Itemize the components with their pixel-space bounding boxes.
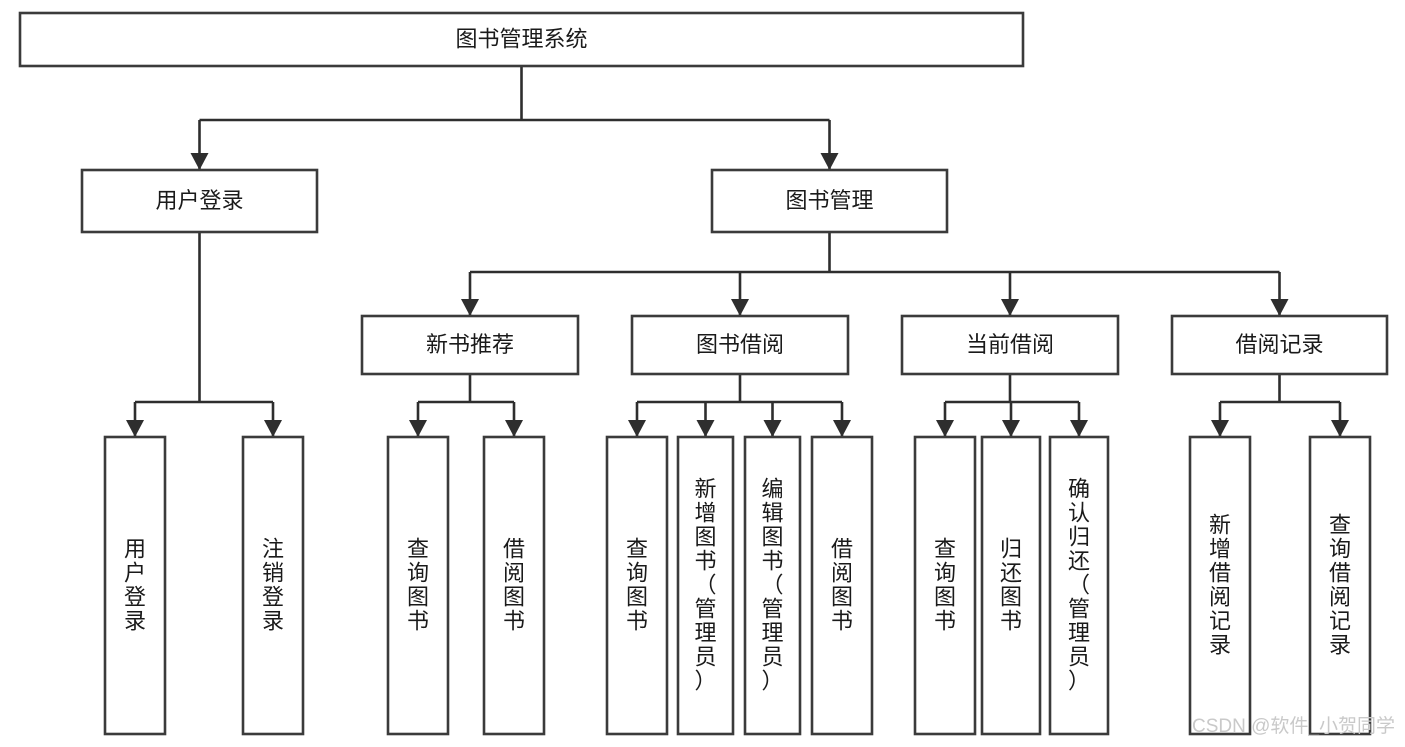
- arrow-head-icon: [1002, 420, 1020, 437]
- node-box-leaf-add-record[interactable]: [1188, 435, 1252, 736]
- arrow-head-icon: [763, 420, 782, 437]
- node-label-leaf-query-book-3: 查询图书: [934, 537, 956, 634]
- node-leaf-query-book-3[interactable]: 查询图书: [913, 435, 977, 736]
- arrow-head-icon: [1211, 420, 1229, 437]
- edge-group-book-borrow: [628, 374, 851, 437]
- node-root[interactable]: 图书管理系统: [18, 11, 1025, 68]
- node-label-book-manage: 图书管理: [785, 188, 873, 213]
- node-box-leaf-query-book-1[interactable]: [386, 435, 450, 736]
- edge-group-root: [190, 66, 839, 170]
- edge-group-current-borrow: [936, 374, 1088, 437]
- node-label-leaf-edit-book: 编辑图书（管理员）: [761, 477, 783, 694]
- node-leaf-add-book[interactable]: 新增图书（管理员）: [676, 435, 735, 736]
- node-label-leaf-query-book-1: 查询图书: [407, 537, 429, 634]
- arrow-head-icon: [126, 420, 144, 437]
- node-label-new-book-recommend: 新书推荐: [426, 332, 514, 357]
- node-label-leaf-borrow-book-2: 借阅图书: [831, 537, 853, 634]
- node-box-leaf-logout[interactable]: [241, 435, 305, 736]
- node-leaf-user-login[interactable]: 用户登录: [103, 435, 167, 736]
- node-leaf-confirm-return[interactable]: 确认归还（管理员）: [1048, 435, 1110, 736]
- node-label-leaf-confirm-return: 确认归还（管理员）: [1068, 477, 1090, 694]
- node-layer: 图书管理系统用户登录图书管理新书推荐图书借阅当前借阅借阅记录用户登录注销登录查询…: [18, 11, 1389, 736]
- node-label-book-borrow: 图书借阅: [696, 332, 784, 357]
- node-leaf-logout[interactable]: 注销登录: [241, 435, 305, 736]
- node-leaf-return-book[interactable]: 归还图书: [980, 435, 1042, 736]
- node-box-leaf-query-book-3[interactable]: [913, 435, 977, 736]
- node-current-borrow[interactable]: 当前借阅: [900, 314, 1120, 376]
- node-label-borrow-record: 借阅记录: [1235, 332, 1323, 357]
- node-box-leaf-query-record[interactable]: [1308, 435, 1372, 736]
- arrow-head-icon: [461, 299, 479, 316]
- edge-group-new-book-recommend: [409, 374, 523, 437]
- node-label-leaf-query-record: 查询借阅记录: [1329, 513, 1351, 658]
- node-user-login[interactable]: 用户登录: [80, 168, 319, 234]
- arrow-head-icon: [696, 420, 715, 437]
- node-label-leaf-query-book-2: 查询图书: [626, 537, 648, 634]
- edge-group-user-login: [126, 232, 282, 437]
- arrow-head-icon: [1070, 420, 1088, 437]
- arrow-head-icon: [1001, 299, 1019, 316]
- node-leaf-borrow-book-2[interactable]: 借阅图书: [810, 435, 874, 736]
- node-label-leaf-add-record: 新增借阅记录: [1209, 513, 1231, 658]
- node-label-leaf-logout: 注销登录: [262, 537, 284, 634]
- node-box-borrow-record[interactable]: [1170, 314, 1389, 376]
- node-label-user-login: 用户登录: [155, 188, 243, 213]
- node-label-root: 图书管理系统: [455, 26, 587, 51]
- node-leaf-add-record[interactable]: 新增借阅记录: [1188, 435, 1252, 736]
- arrow-head-icon: [264, 420, 282, 437]
- node-label-current-borrow: 当前借阅: [966, 332, 1054, 357]
- node-box-leaf-edit-book[interactable]: [743, 435, 802, 736]
- node-label-leaf-return-book: 归还图书: [1000, 537, 1022, 634]
- connector-layer: [126, 66, 1349, 437]
- arrow-head-icon: [628, 420, 646, 437]
- csdn-watermark: CSDN @软件_小贺同学: [1192, 715, 1395, 737]
- arrow-head-icon: [190, 153, 209, 170]
- node-borrow-record[interactable]: 借阅记录: [1170, 314, 1389, 376]
- node-box-leaf-borrow-book-2[interactable]: [810, 435, 874, 736]
- node-new-book-recommend[interactable]: 新书推荐: [360, 314, 580, 376]
- node-leaf-query-record[interactable]: 查询借阅记录: [1308, 435, 1372, 736]
- node-label-leaf-user-login: 用户登录: [124, 537, 146, 634]
- arrow-head-icon: [833, 420, 851, 437]
- node-box-current-borrow[interactable]: [900, 314, 1120, 376]
- arrow-head-icon: [936, 420, 954, 437]
- node-box-new-book-recommend[interactable]: [360, 314, 580, 376]
- arrow-head-icon: [1270, 299, 1289, 316]
- arrow-head-icon: [731, 299, 749, 316]
- node-box-leaf-query-book-2[interactable]: [605, 435, 669, 736]
- edge-group-borrow-record: [1211, 374, 1349, 437]
- node-box-leaf-return-book[interactable]: [980, 435, 1042, 736]
- node-box-book-borrow[interactable]: [630, 314, 850, 376]
- node-leaf-query-book-2[interactable]: 查询图书: [605, 435, 669, 736]
- node-leaf-edit-book[interactable]: 编辑图书（管理员）: [743, 435, 802, 736]
- node-book-borrow[interactable]: 图书借阅: [630, 314, 850, 376]
- node-box-leaf-confirm-return[interactable]: [1048, 435, 1110, 736]
- arrow-head-icon: [505, 420, 523, 437]
- node-box-book-manage[interactable]: [710, 168, 949, 234]
- node-box-leaf-borrow-book-1[interactable]: [482, 435, 546, 736]
- node-label-leaf-add-book: 新增图书（管理员）: [694, 477, 716, 694]
- edge-group-book-manage: [461, 232, 1289, 316]
- node-leaf-query-book-1[interactable]: 查询图书: [386, 435, 450, 736]
- node-box-leaf-add-book[interactable]: [676, 435, 735, 736]
- node-leaf-borrow-book-1[interactable]: 借阅图书: [482, 435, 546, 736]
- node-label-leaf-borrow-book-1: 借阅图书: [503, 537, 525, 634]
- arrow-head-icon: [409, 420, 427, 437]
- node-box-user-login[interactable]: [80, 168, 319, 234]
- node-box-root[interactable]: [18, 11, 1025, 68]
- node-box-leaf-user-login[interactable]: [103, 435, 167, 736]
- arrow-head-icon: [1331, 420, 1349, 437]
- arrow-head-icon: [820, 153, 839, 170]
- node-book-manage[interactable]: 图书管理: [710, 168, 949, 234]
